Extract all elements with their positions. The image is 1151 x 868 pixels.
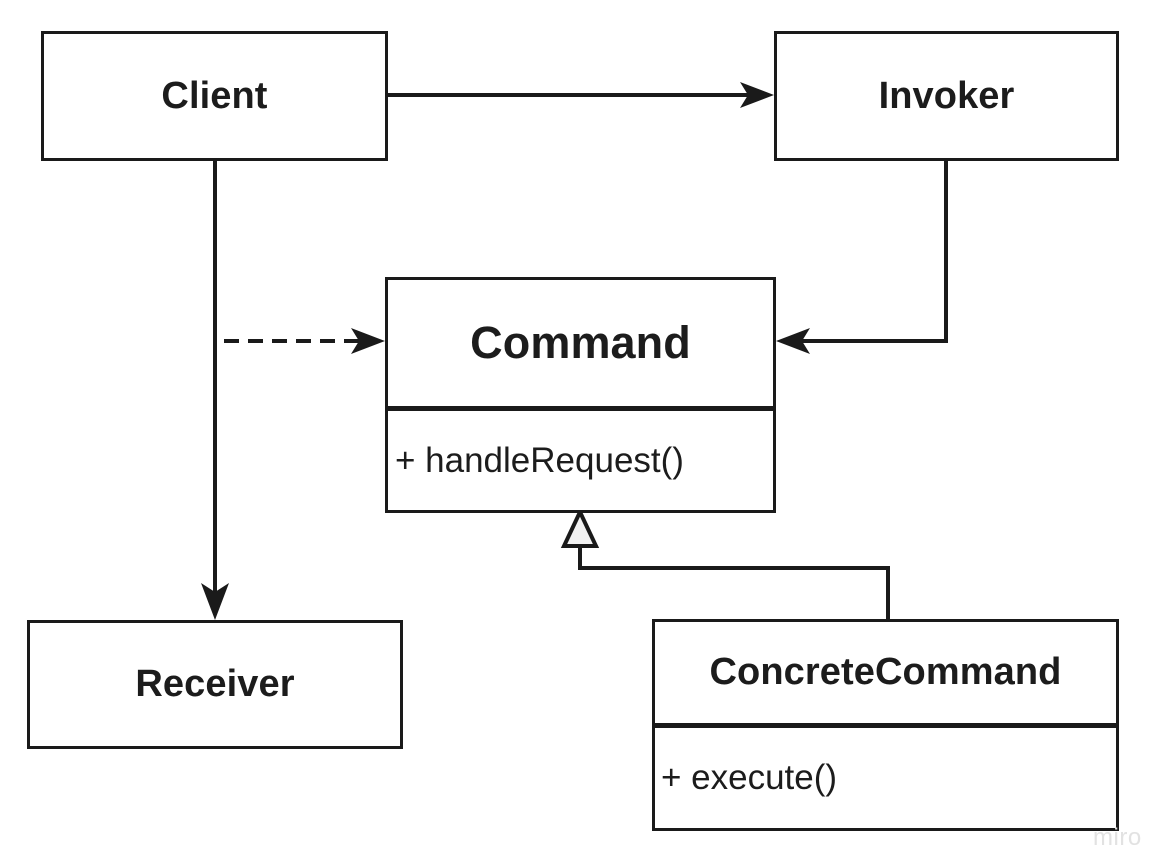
connector-client-to-receiver xyxy=(201,161,229,620)
compartment-divider xyxy=(388,406,773,411)
class-title-wrapper: Invoker xyxy=(777,34,1116,158)
class-title-compartment: Command xyxy=(388,280,773,406)
class-name-concrete-command: ConcreteCommand xyxy=(709,651,1062,693)
connector-concrete-command-to-command xyxy=(560,507,890,619)
connector-client-to-command xyxy=(224,328,385,354)
connector-client-to-invoker xyxy=(388,82,774,108)
class-box-receiver[interactable]: Receiver xyxy=(27,620,403,749)
compartment-divider xyxy=(655,723,1116,728)
class-name-command: Command xyxy=(470,317,691,368)
class-name-invoker: Invoker xyxy=(878,74,1015,117)
class-title-wrapper: Client xyxy=(44,34,385,158)
connector-invoker-to-command xyxy=(776,161,948,354)
class-name-receiver: Receiver xyxy=(135,663,295,705)
class-member-handle-request: + handleRequest() xyxy=(395,440,684,480)
class-box-invoker[interactable]: Invoker xyxy=(774,31,1119,161)
class-name-client: Client xyxy=(161,74,268,117)
class-box-command[interactable]: Command + handleRequest() xyxy=(385,277,776,513)
class-box-concrete-command[interactable]: ConcreteCommand + execute() xyxy=(652,619,1119,831)
class-box-client[interactable]: Client xyxy=(41,31,388,161)
miro-watermark: miro xyxy=(1093,824,1142,851)
class-title-wrapper: Receiver xyxy=(30,623,400,746)
class-member-execute: + execute() xyxy=(661,758,838,797)
class-members-compartment: + handleRequest() xyxy=(388,411,773,510)
class-members-compartment: + execute() xyxy=(655,728,1116,828)
class-title-compartment: ConcreteCommand xyxy=(655,622,1116,723)
